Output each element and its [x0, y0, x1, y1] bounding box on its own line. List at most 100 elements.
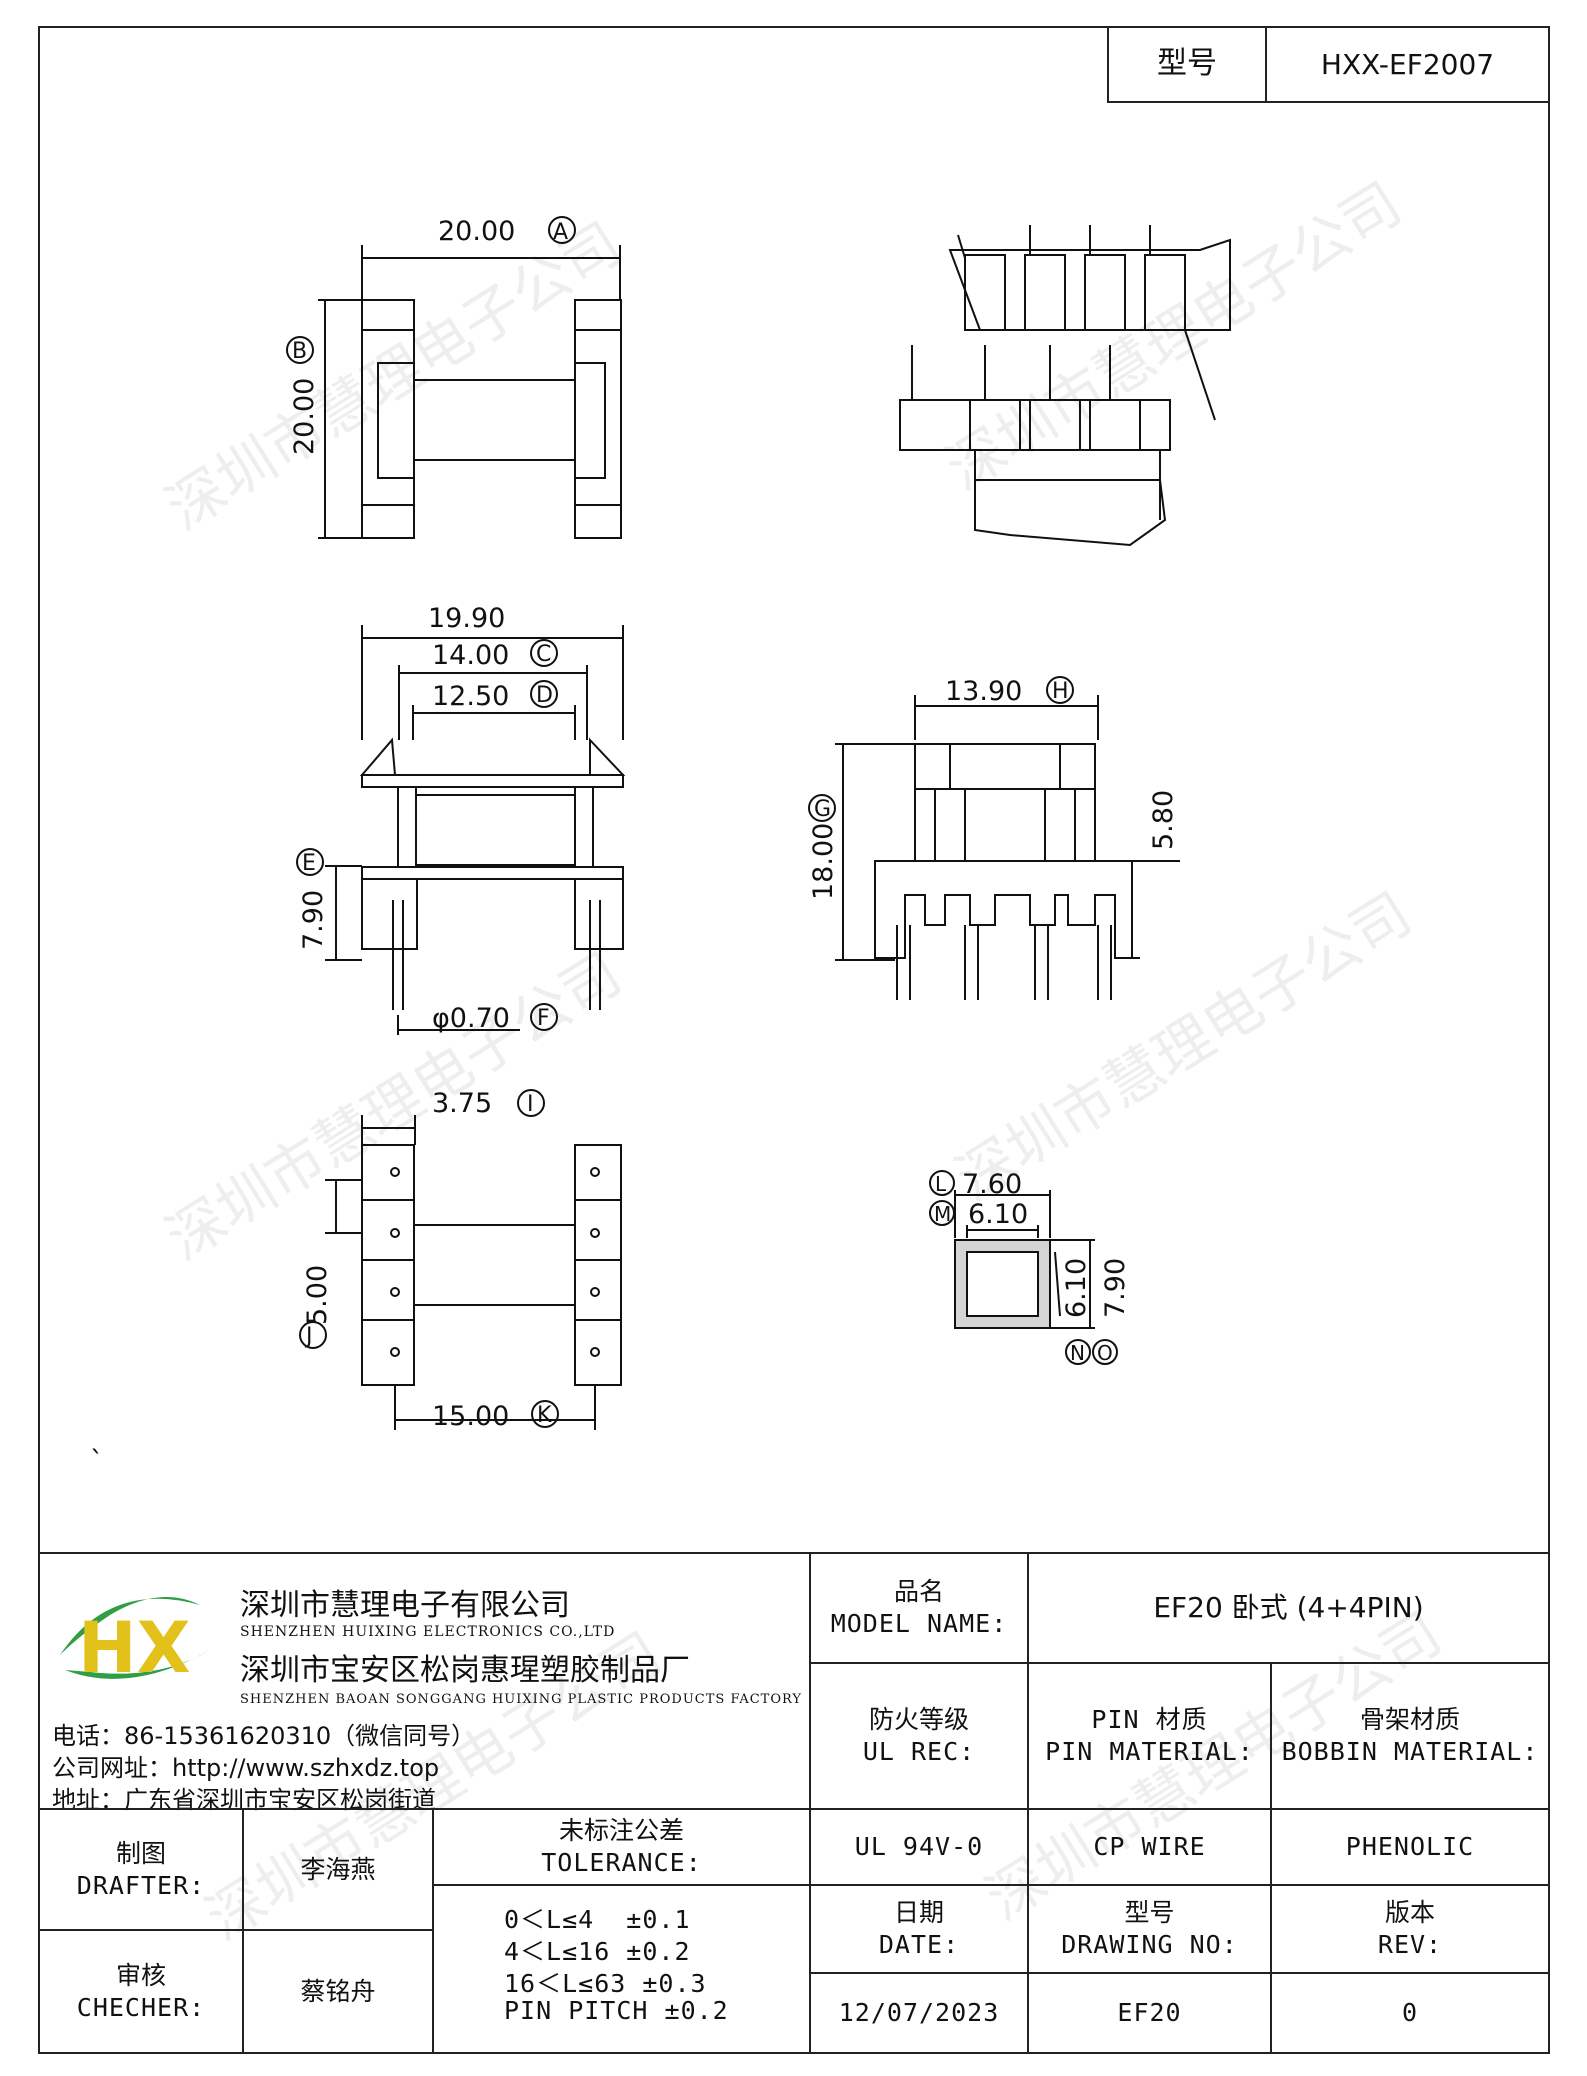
checker-name: 蔡铭舟 — [300, 1976, 376, 2006]
dim-A-tag: A — [553, 220, 568, 245]
company-phone: 电话：86-15361620310（微信同号） — [52, 1722, 476, 1750]
dim-C-tag: C — [536, 642, 551, 667]
top-view: 20.00 A 20.00 B — [286, 216, 622, 539]
ul-cn: 防火等级 — [868, 1705, 969, 1734]
tolerance-cn: 未标注公差 — [558, 1816, 684, 1845]
model-name-en: MODEL NAME: — [830, 1609, 1008, 1638]
dim-L-tag: L — [935, 1172, 947, 1196]
dim-K-value: 15.00 — [432, 1401, 509, 1432]
date-en: DATE: — [878, 1930, 960, 1959]
model-label: 型号 — [1157, 46, 1217, 82]
drafter-name: 李海燕 — [300, 1854, 376, 1884]
dim-E-tag: E — [302, 851, 316, 876]
dim-overall-width-value: 19.90 — [428, 603, 505, 634]
tolerance-label-cell: 未标注公差 TOLERANCE: — [432, 1808, 811, 1886]
rev-label-cell: 版本 REV: — [1270, 1884, 1550, 1974]
model-label-cell: 型号 — [1107, 26, 1267, 103]
drafter-name-cell: 李海燕 — [242, 1808, 434, 1931]
dim-I-tag: I — [527, 1092, 534, 1117]
rev-value-cell: 0 — [1270, 1972, 1550, 2054]
drawing-label-cell: 型号 DRAWING NO: — [1027, 1884, 1272, 1974]
dim-E-value: 7.90 — [298, 890, 329, 950]
date-label-cell: 日期 DATE: — [809, 1884, 1029, 1974]
model-name-label-cell: 品名 MODEL NAME: — [809, 1552, 1029, 1664]
dim-B-tag: B — [292, 339, 307, 364]
dim-G-tag: G — [814, 797, 831, 822]
bobbin-value: PHENOLIC — [1345, 1832, 1475, 1861]
stray-mark: ` — [90, 1446, 104, 1477]
drawing-en: DRAWING NO: — [1061, 1930, 1238, 1959]
model-name-cn: 品名 — [893, 1577, 944, 1606]
dim-C-value: 14.00 — [432, 640, 509, 671]
model-value: HXX-EF2007 — [1320, 47, 1495, 81]
side-view: 13.90 H G 18.00 5.80 — [808, 676, 1180, 1000]
company-logo: HX — [60, 1597, 210, 1689]
model-value-cell: HXX-EF2007 — [1265, 26, 1550, 103]
pin-section-view: L 7.60 M 6.10 6.10 7.90 N O — [929, 1169, 1131, 1365]
checker-cn: 审核 — [115, 1960, 166, 1990]
factory-name-en: SHENZHEN BAOAN SONGGANG HUIXING PLASTIC … — [240, 1692, 802, 1707]
dim-K-tag: K — [537, 1403, 552, 1428]
dim-J-value: 5.00 — [302, 1265, 333, 1325]
pin-label-cell: PIN 材质 PIN MATERIAL: — [1027, 1662, 1272, 1810]
isometric-view — [899, 225, 1231, 547]
date-value: 12/07/2023 — [838, 1998, 1000, 2027]
tolerance-row: 16＜L≤63 ±0.3 — [504, 1969, 707, 1998]
front-view: 19.90 14.00 C 12.50 D E 7.90 φ0.70 F — [296, 603, 626, 1035]
dim-N-tag: N — [1070, 1341, 1085, 1365]
tolerance-row: PIN PITCH ±0.2 — [504, 1996, 729, 2025]
dim-O-value: 7.90 — [1100, 1258, 1131, 1318]
dim-H-value: 13.90 — [945, 676, 1022, 707]
dim-N-value: 6.10 — [1061, 1258, 1092, 1318]
pin-value-cell: CP WIRE — [1027, 1808, 1272, 1886]
dim-M-tag: M — [934, 1202, 951, 1226]
factory-name-cn: 深圳市宝安区松岗惠瑆塑胶制品厂 — [240, 1653, 690, 1688]
dim-J-tag: J — [304, 1324, 313, 1349]
checker-name-cell: 蔡铭舟 — [242, 1929, 434, 2054]
ul-label-cell: 防火等级 UL REC: — [809, 1662, 1029, 1810]
bottom-view: 3.75 I J 5.00 15.00 K — [299, 1088, 622, 1432]
bobbin-label-cell: 骨架材质 BOBBIN MATERIAL: — [1270, 1662, 1550, 1810]
dim-F-tag: F — [537, 1006, 550, 1031]
dim-O-tag: O — [1097, 1341, 1113, 1365]
ul-en: UL REC: — [862, 1737, 976, 1766]
tolerance-row: 4＜L≤16 ±0.2 — [504, 1937, 691, 1966]
tolerance-row: 0＜L≤4 ±0.1 — [504, 1905, 691, 1934]
model-name-value-cell: EF20 卧式 (4+4PIN) — [1027, 1552, 1550, 1664]
tolerance-table: 0＜L≤4 ±0.1 4＜L≤16 ±0.2 16＜L≤63 ±0.3 PIN … — [432, 1884, 811, 2054]
dim-L-value: 7.60 — [962, 1169, 1022, 1200]
drawing-value: EF20 — [1117, 1998, 1182, 2027]
dim-base-height-value: 5.80 — [1148, 790, 1179, 850]
dim-B-value: 20.00 — [289, 378, 320, 455]
rev-en: REV: — [1377, 1930, 1443, 1959]
logo-text: HX — [78, 1607, 191, 1689]
company-name-en: SHENZHEN HUIXING ELECTRONICS CO.,LTD — [240, 1624, 616, 1640]
drawing-value-cell: EF20 — [1027, 1972, 1272, 2054]
drafter-en: DRAFTER: — [76, 1870, 206, 1900]
dim-D-tag: D — [536, 683, 553, 708]
checker-label-cell: 审核 CHECHER: — [38, 1929, 244, 2054]
technical-drawing: 20.00 A 20.00 B — [90, 216, 1231, 1477]
bobbin-cn: 骨架材质 — [1359, 1705, 1460, 1734]
rev-value: 0 — [1401, 1998, 1419, 2027]
dim-D-value: 12.50 — [432, 681, 509, 712]
dim-G-value: 18.00 — [808, 823, 839, 900]
drafter-cn: 制图 — [115, 1838, 166, 1868]
model-name-value: EF20 卧式 (4+4PIN) — [1153, 1591, 1424, 1625]
pin-value: CP WIRE — [1093, 1832, 1206, 1861]
company-website: 公司网址：http://www.szhxdz.top — [52, 1754, 440, 1782]
dim-A-value: 20.00 — [438, 216, 515, 247]
ul-value-cell: UL 94V-0 — [809, 1808, 1029, 1886]
dim-I-value: 3.75 — [432, 1088, 492, 1119]
pin-cn: PIN 材质 — [1091, 1705, 1208, 1734]
bobbin-value-cell: PHENOLIC — [1270, 1808, 1550, 1886]
tolerance-en: TOLERANCE: — [541, 1848, 702, 1877]
date-value-cell: 12/07/2023 — [809, 1972, 1029, 2054]
drafter-label-cell: 制图 DRAFTER: — [38, 1808, 244, 1931]
company-name-cn: 深圳市慧理电子有限公司 — [240, 1588, 570, 1623]
dim-M-value: 6.10 — [968, 1199, 1028, 1230]
date-cn: 日期 — [893, 1898, 944, 1927]
dim-H-tag: H — [1052, 679, 1069, 704]
drawing-cn: 型号 — [1124, 1898, 1175, 1927]
bobbin-en: BOBBIN MATERIAL: — [1281, 1737, 1539, 1766]
